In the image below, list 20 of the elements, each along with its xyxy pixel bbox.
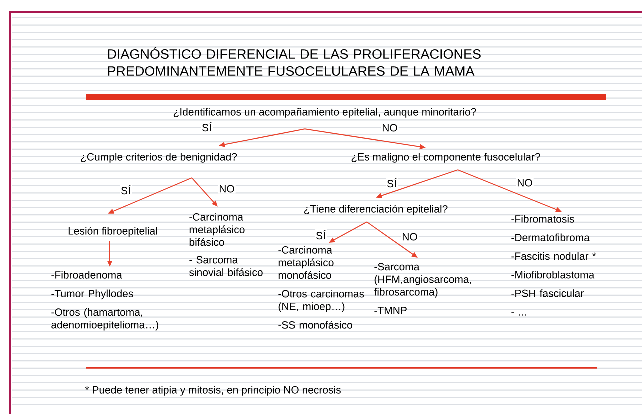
title: DIAGNÓSTICO DIFERENCIAL DE LAS PROLIFERACIONES PREDOMINANTEMENTE FUSOCELULARES DE LA MAMA [108, 47, 481, 76]
diagnosis-list: -Fibroadenoma -Tumor Phyllodes -Otros (hamartoma, adenomioepitelioma…) [52, 271, 158, 331]
arrow [192, 178, 218, 207]
question-text: ¿Identificamos un acompañamiento epitelial, aunque minoritario? [174, 108, 476, 118]
edge-label: NO [381, 123, 399, 133]
footnote: * Puede tener atipia y mitosis, en principio NO necrosis [85, 386, 341, 396]
edge-label: NO [218, 184, 236, 194]
edge-label: NO [401, 232, 419, 242]
diagnosis-list: -Carcinoma metaplásico monofásico -Otros carcinomas (NE, mioep…) -SS monofásico [278, 246, 364, 329]
edge-label: SÍ [315, 229, 327, 241]
question-text: ¿Es maligno el componente fusocelular? [352, 153, 540, 163]
edge-label: SÍ [120, 184, 132, 196]
diagnosis-text: Lesión fibroepitelial [68, 227, 158, 237]
edge-label: SÍ [201, 121, 213, 133]
edge-label: SÍ [386, 177, 398, 189]
diagnosis-list: -Fibromatosis -Dermatofibroma -Fascitis nodular * -Miofibroblastoma -PSH fascicular - ... [512, 215, 596, 316]
question-text: ¿Tiene diferenciación epitelial? [304, 205, 448, 215]
diagnosis-list: -Sarcoma (HFM,angiosarcoma, fibrosarcoma) -TMNP [374, 263, 472, 314]
diagnosis-list: -Carcinoma metaplásico bifásico - Sarcoma sinovial bifásico [190, 213, 263, 276]
question-text: ¿Cumple criterios de benignidad? [81, 153, 238, 163]
